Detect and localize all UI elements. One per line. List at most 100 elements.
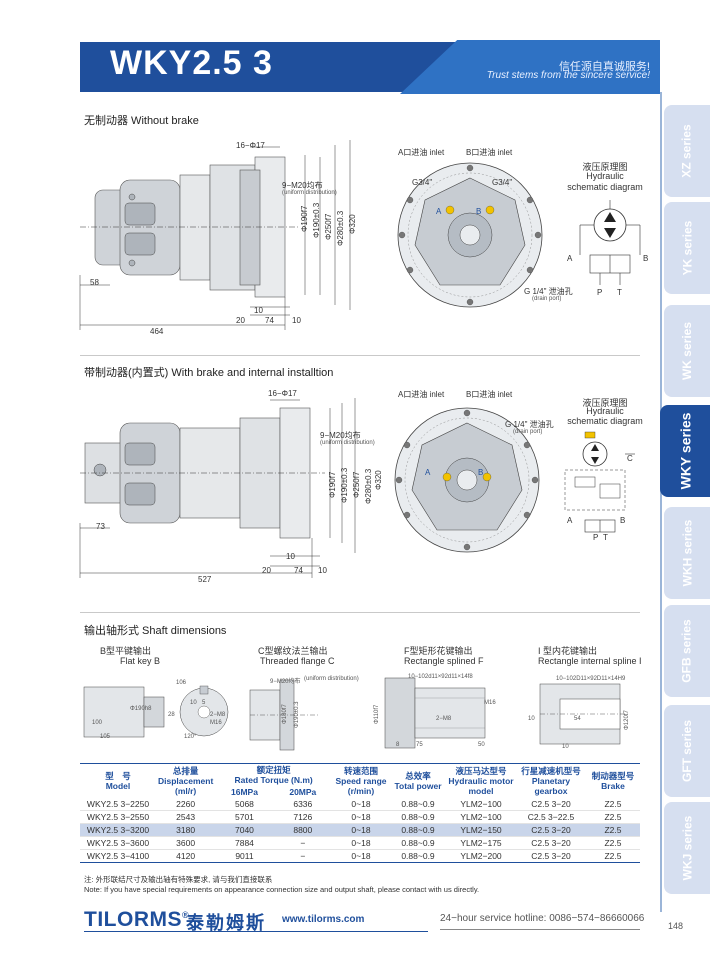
shaft-i-dim-3: 54 [574, 716, 581, 722]
tab-gft-series[interactable]: GFT series [664, 705, 710, 797]
schematic-c-2: C [627, 454, 633, 463]
website-link[interactable]: www.tilorms.com [282, 914, 365, 925]
table-header-sub: 16MPa 20MPa [80, 786, 640, 798]
side-view-drawing-2 [79, 398, 356, 578]
slogan-en: Trust stems from the sincere service! [486, 70, 650, 81]
schematic-p-2: P [593, 533, 599, 542]
section-shaft: 输出轴形式 Shaft dimensions [84, 625, 227, 637]
tab-yk-series[interactable]: YK series [664, 202, 710, 294]
section-with-brake: 带制动器(内置式) With brake and internal instal… [84, 367, 334, 379]
tab-wkh-series[interactable]: WKH series [664, 507, 710, 599]
page-title: WKY2.5 3 [110, 44, 273, 82]
shaft-b-en: Flat key B [120, 656, 161, 666]
front-view-1 [397, 162, 543, 308]
shaft-f-dim-1: 10−102d11×92d11×14f8 [408, 674, 473, 680]
schematic-t-1: T [617, 288, 622, 297]
dim-bolt-holes-1: 16−Φ17 [236, 141, 265, 150]
shaft-b-dim-7: 2−M8 [210, 712, 226, 718]
slogan-cn: 信任源自真诚服务! [558, 61, 650, 73]
shaft-b-drawing [83, 685, 229, 738]
shaft-i-cn: I 型内花键输出 [538, 646, 598, 656]
shaft-f-dim-2: M16 [484, 700, 496, 706]
tab-wkj-series[interactable]: WKJ series [664, 802, 710, 894]
registered-mark: ® [182, 910, 190, 920]
schematic-title-en2-1: schematic diagram [567, 182, 643, 192]
schematic-t-2: T [603, 533, 608, 542]
hydraulic-schematic-2 [564, 431, 635, 533]
shaft-c-dim-3: Φ180f7 [282, 704, 288, 724]
shaft-f-drawing [384, 677, 486, 749]
dim-74-2: 74 [294, 566, 303, 575]
note-cn: 注: 外形联结尺寸及输出轴有特殊要求, 请与我们直接联系 [84, 875, 273, 884]
tab-gfb-series[interactable]: GFB series [664, 605, 710, 697]
dim-d5-1: Φ320 [348, 214, 357, 234]
schematic-title-cn-2: 液压原理图 [582, 398, 628, 408]
dim-left-2: 73 [96, 522, 105, 531]
label-drain-en-1: (drain port) [532, 296, 562, 302]
schematic-b-1: B [643, 254, 649, 263]
dim-10b-1: 10 [292, 316, 301, 325]
dim-d4-2: Φ280±0.3 [364, 468, 373, 504]
page-edge-line [660, 92, 662, 912]
dim-d2-2: Φ190±0.3 [340, 467, 349, 503]
label-port-b-1: B [476, 207, 482, 216]
dim-d1-1: Φ190f7 [300, 205, 309, 232]
label-port-a-1: A [436, 207, 442, 216]
th-torque-16mpa: 16MPa [230, 787, 258, 797]
label-a-inlet-2: A口进油 inlet [398, 390, 445, 399]
schematic-title-cn-1: 液压原理图 [582, 162, 628, 172]
tab-wk-series[interactable]: WK series [664, 305, 710, 397]
footer-line-right [440, 929, 640, 930]
label-drain-en-2: (drain port) [513, 429, 543, 435]
shaft-b-dim-1: 106 [176, 680, 187, 686]
dim-thread-2: 9−M20均布 [320, 431, 361, 440]
tab-wky-series[interactable]: WKY series [660, 405, 710, 497]
dim-total-2: 527 [198, 575, 212, 584]
shaft-f-dim-4: Φ110f7 [374, 704, 380, 724]
dim-10b-2: 10 [318, 566, 327, 575]
tab-xz-series[interactable]: XZ series [664, 105, 710, 197]
shaft-b-dim-9: 28 [168, 712, 175, 718]
shaft-c-en: Threaded flange C [260, 656, 335, 666]
note-en: Note: If you have special requirements o… [84, 885, 480, 894]
dim-d4-1: Φ280±0.3 [336, 210, 345, 246]
shaft-b-cn: B型平键输出 [100, 646, 152, 656]
dim-d3-1: Φ250f7 [324, 213, 333, 240]
footer-line [84, 931, 428, 932]
schematic-title-en1-1: Hydraulic [586, 171, 624, 181]
shaft-i-drawing [539, 683, 628, 745]
label-b-inlet-2: B口进油 inlet [466, 390, 513, 399]
dim-20-2: 20 [262, 566, 271, 575]
schematic-b-2: B [620, 516, 626, 525]
hydraulic-schematic-1 [579, 200, 641, 285]
dim-d3-2: Φ250f7 [352, 471, 361, 498]
dim-10a-2: 10 [286, 552, 295, 561]
section-without-brake: 无制动器 Without brake [84, 115, 199, 127]
dim-d1-2: Φ190f7 [328, 471, 337, 498]
shaft-b-dim-5: 5 [202, 700, 206, 706]
shaft-f-dim-3: 2−M8 [436, 716, 452, 722]
shaft-f-en: Rectangle splined F [404, 656, 484, 666]
shaft-i-dim-2: 10 [528, 716, 535, 722]
divider-1 [80, 355, 640, 356]
label-b-inlet-1: B口进油 inlet [466, 148, 513, 157]
dim-total-1: 464 [150, 327, 164, 336]
dim-thread-en-1: (uniform distribution) [282, 190, 337, 196]
th-torque-20mpa: 20MPa [289, 787, 317, 797]
label-drain-1: G 1/4" 泄油孔 [524, 287, 573, 296]
shaft-b-dim-8: M16 [210, 720, 222, 726]
shaft-i-dim-1: 10−102D11×92D11×14H9 [556, 676, 626, 682]
label-g2-1: G3/4" [492, 178, 513, 187]
dim-thread-1: 9−M20均布 [282, 181, 323, 190]
